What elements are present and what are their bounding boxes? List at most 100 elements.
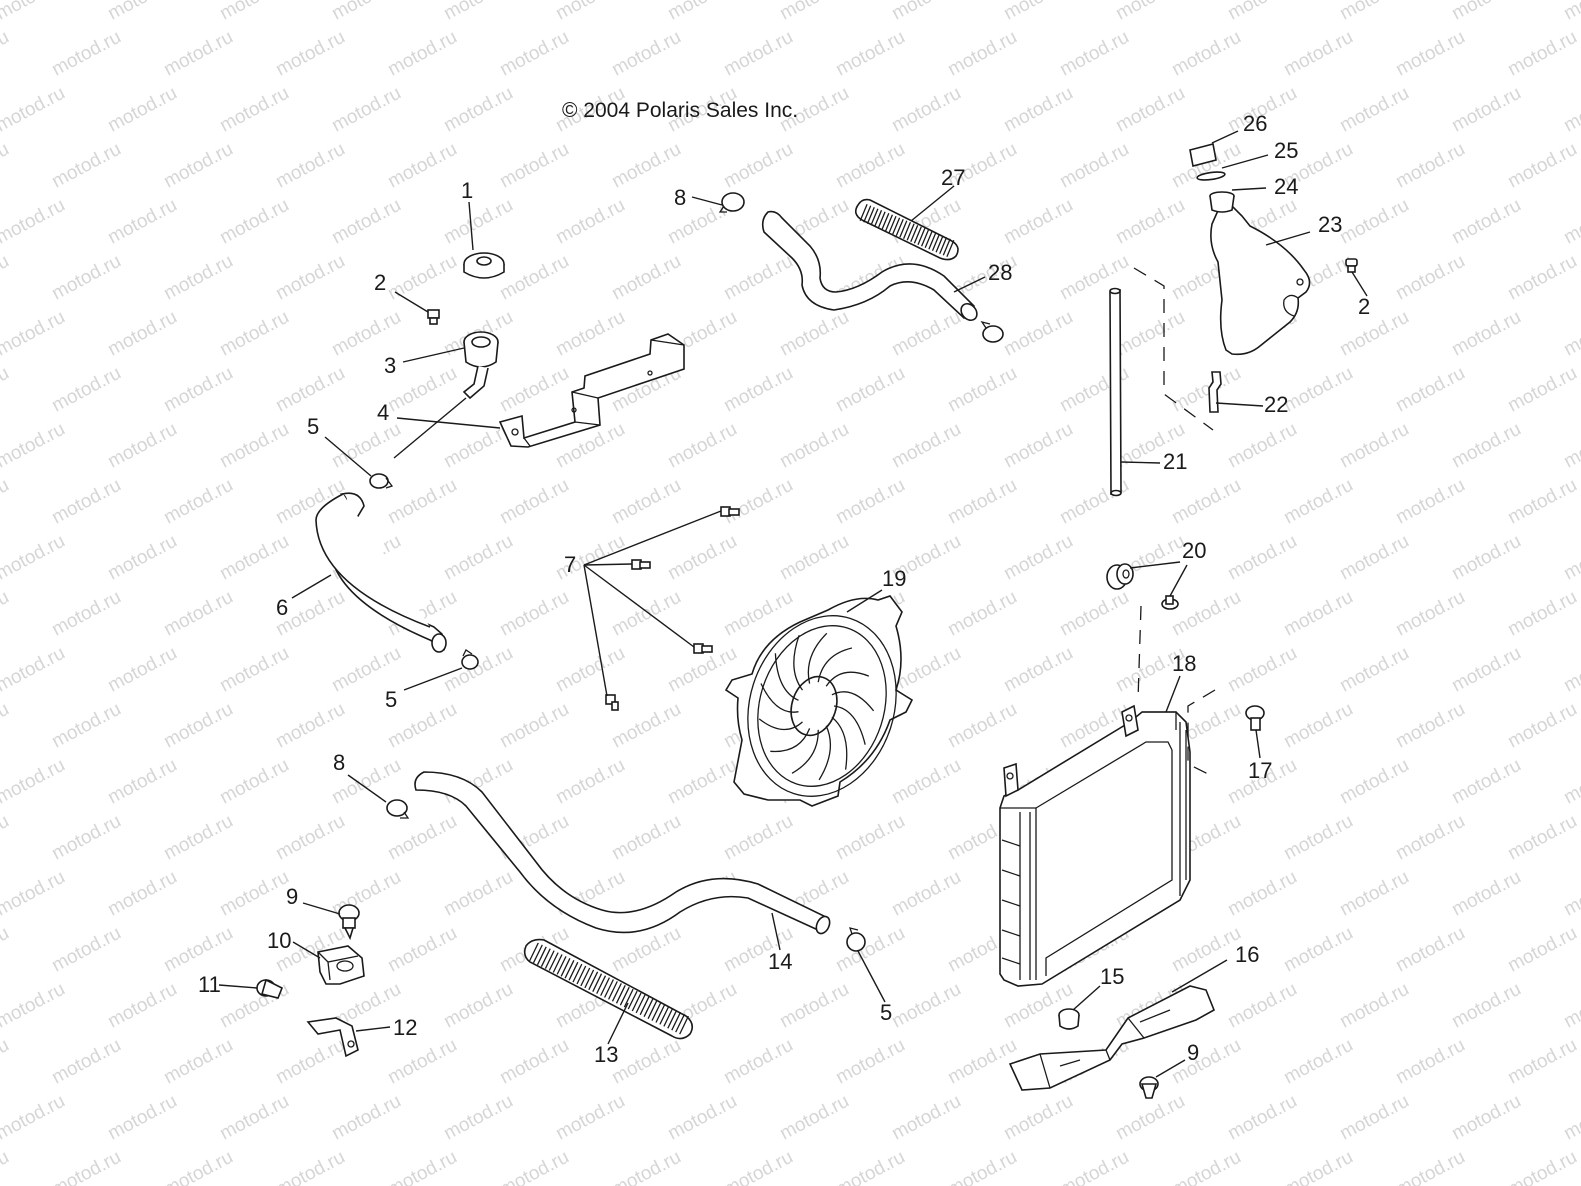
leader-line	[292, 941, 321, 959]
watermark-text: motod.ru	[944, 699, 1020, 753]
watermark-text: motod.ru	[1448, 419, 1524, 473]
watermark-text: motod.ru	[48, 923, 124, 977]
watermark-text: motod.ru	[0, 195, 69, 249]
leader-line	[846, 589, 883, 613]
callout-label: 14	[768, 949, 792, 974]
coolant-reservoir-part	[1210, 205, 1311, 356]
mounting-pin-part	[1161, 595, 1179, 610]
watermark-text: motod.ru	[0, 307, 69, 361]
leader-line	[1072, 985, 1101, 1011]
watermark-text: motod.ru	[48, 27, 124, 81]
watermark-text: motod.ru	[328, 1091, 404, 1145]
leader-line	[1211, 130, 1239, 144]
watermark-text: motod.ru	[1112, 307, 1188, 361]
watermark-text: motod.ru	[104, 307, 180, 361]
hose-fitting-part	[1208, 371, 1222, 413]
watermark-text: motod.ru	[720, 27, 796, 81]
watermark-text: motod.ru	[1560, 0, 1581, 24]
screw-part	[427, 309, 440, 325]
watermark-text: motod.ru	[104, 643, 180, 697]
watermark-text: motod.ru	[1560, 307, 1581, 361]
callout-label: 19	[882, 566, 906, 591]
watermark-text: motod.ru	[1000, 643, 1076, 697]
watermark-text: motod.ru	[1336, 0, 1412, 24]
callout-label: 6	[276, 595, 288, 620]
watermark-text: motod.ru	[1504, 811, 1580, 865]
watermark-text: motod.ru	[48, 475, 124, 529]
watermark-text: motod.ru	[1448, 307, 1524, 361]
dashed-alignment-line	[1187, 689, 1216, 777]
bolt-part	[1245, 705, 1265, 731]
watermark-text: motod.ru	[1000, 195, 1076, 249]
watermark-text: motod.ru	[440, 531, 516, 585]
watermark-text: motod.ru	[216, 307, 292, 361]
watermark-text: motod.ru	[1560, 1091, 1581, 1145]
radiator-hose-part	[414, 771, 831, 935]
leader-line	[1351, 271, 1368, 297]
watermark-text: motod.ru	[1392, 475, 1468, 529]
o-ring-part	[1196, 171, 1226, 181]
watermark-text: motod.ru	[552, 643, 628, 697]
watermark-text: motod.ru	[944, 475, 1020, 529]
leader-line	[583, 563, 633, 566]
watermark-text: motod.ru	[1056, 1147, 1132, 1186]
watermark-text: motod.ru	[1392, 27, 1468, 81]
leader-line	[953, 276, 986, 293]
fan-blade	[817, 647, 853, 683]
watermark-text: motod.ru	[1560, 755, 1581, 809]
watermark-text: motod.ru	[384, 27, 460, 81]
watermark-text: motod.ru	[1560, 643, 1581, 697]
watermark-text: motod.ru	[0, 419, 69, 473]
watermark-text: motod.ru	[1056, 587, 1132, 641]
callout-label: 4	[377, 400, 389, 425]
watermark-text: motod.ru	[0, 755, 69, 809]
protective-sleeve-part	[523, 938, 694, 1040]
callout-label: 28	[988, 260, 1012, 285]
callout-label: 5	[307, 414, 319, 439]
callout-label: 8	[333, 750, 345, 775]
watermark-text: motod.ru	[1504, 27, 1580, 81]
watermark-text: motod.ru	[1392, 363, 1468, 417]
fan-blade	[774, 653, 799, 701]
callout-label: 9	[1187, 1040, 1199, 1065]
watermark-text: motod.ru	[1000, 0, 1076, 24]
leader-line	[1120, 461, 1161, 464]
watermark-text: motod.ru	[1168, 1147, 1244, 1186]
watermark-text: motod.ru	[160, 587, 236, 641]
callout-label: 21	[1163, 449, 1187, 474]
leader-line	[291, 574, 332, 599]
watermark-text: motod.ru	[48, 139, 124, 193]
watermark-text: motod.ru	[384, 475, 460, 529]
watermark-text: motod.ru	[1000, 83, 1076, 137]
watermark-text: motod.ru	[1448, 755, 1524, 809]
watermark-text: motod.ru	[888, 307, 964, 361]
watermark-text: motod.ru	[0, 867, 69, 921]
shroud-panel-part	[1008, 985, 1216, 1091]
fan-blade	[818, 725, 832, 781]
watermark-text: motod.ru	[48, 587, 124, 641]
watermark-text: motod.ru	[944, 27, 1020, 81]
watermark-text: motod.ru	[888, 1091, 964, 1145]
leader-line	[1231, 187, 1267, 191]
radiator-hose-part	[761, 210, 978, 322]
watermark-text: motod.ru	[384, 251, 460, 305]
watermark-text: motod.ru	[1560, 83, 1581, 137]
watermark-text: motod.ru	[552, 307, 628, 361]
screw-part	[631, 559, 651, 570]
watermark-text: motod.ru	[720, 1147, 796, 1186]
watermark-text: motod.ru	[0, 979, 69, 1033]
watermark-text: motod.ru	[1504, 923, 1580, 977]
leader-line	[403, 667, 463, 691]
watermark-text: motod.ru	[216, 643, 292, 697]
watermark-text: motod.ru	[1448, 83, 1524, 137]
watermark-text: motod.ru	[944, 587, 1020, 641]
watermark-text: motod.ru	[720, 1035, 796, 1089]
watermark-text: motod.ru	[1448, 0, 1524, 24]
watermark-text: motod.ru	[1504, 475, 1580, 529]
reservoir-neck-part	[1209, 191, 1235, 213]
watermark-text: motod.ru	[496, 699, 572, 753]
watermark-text: motod.ru	[1056, 251, 1132, 305]
watermark-text: motod.ru	[608, 1035, 684, 1089]
watermark-text: motod.ru	[496, 1035, 572, 1089]
watermark-text: motod.ru	[216, 195, 292, 249]
